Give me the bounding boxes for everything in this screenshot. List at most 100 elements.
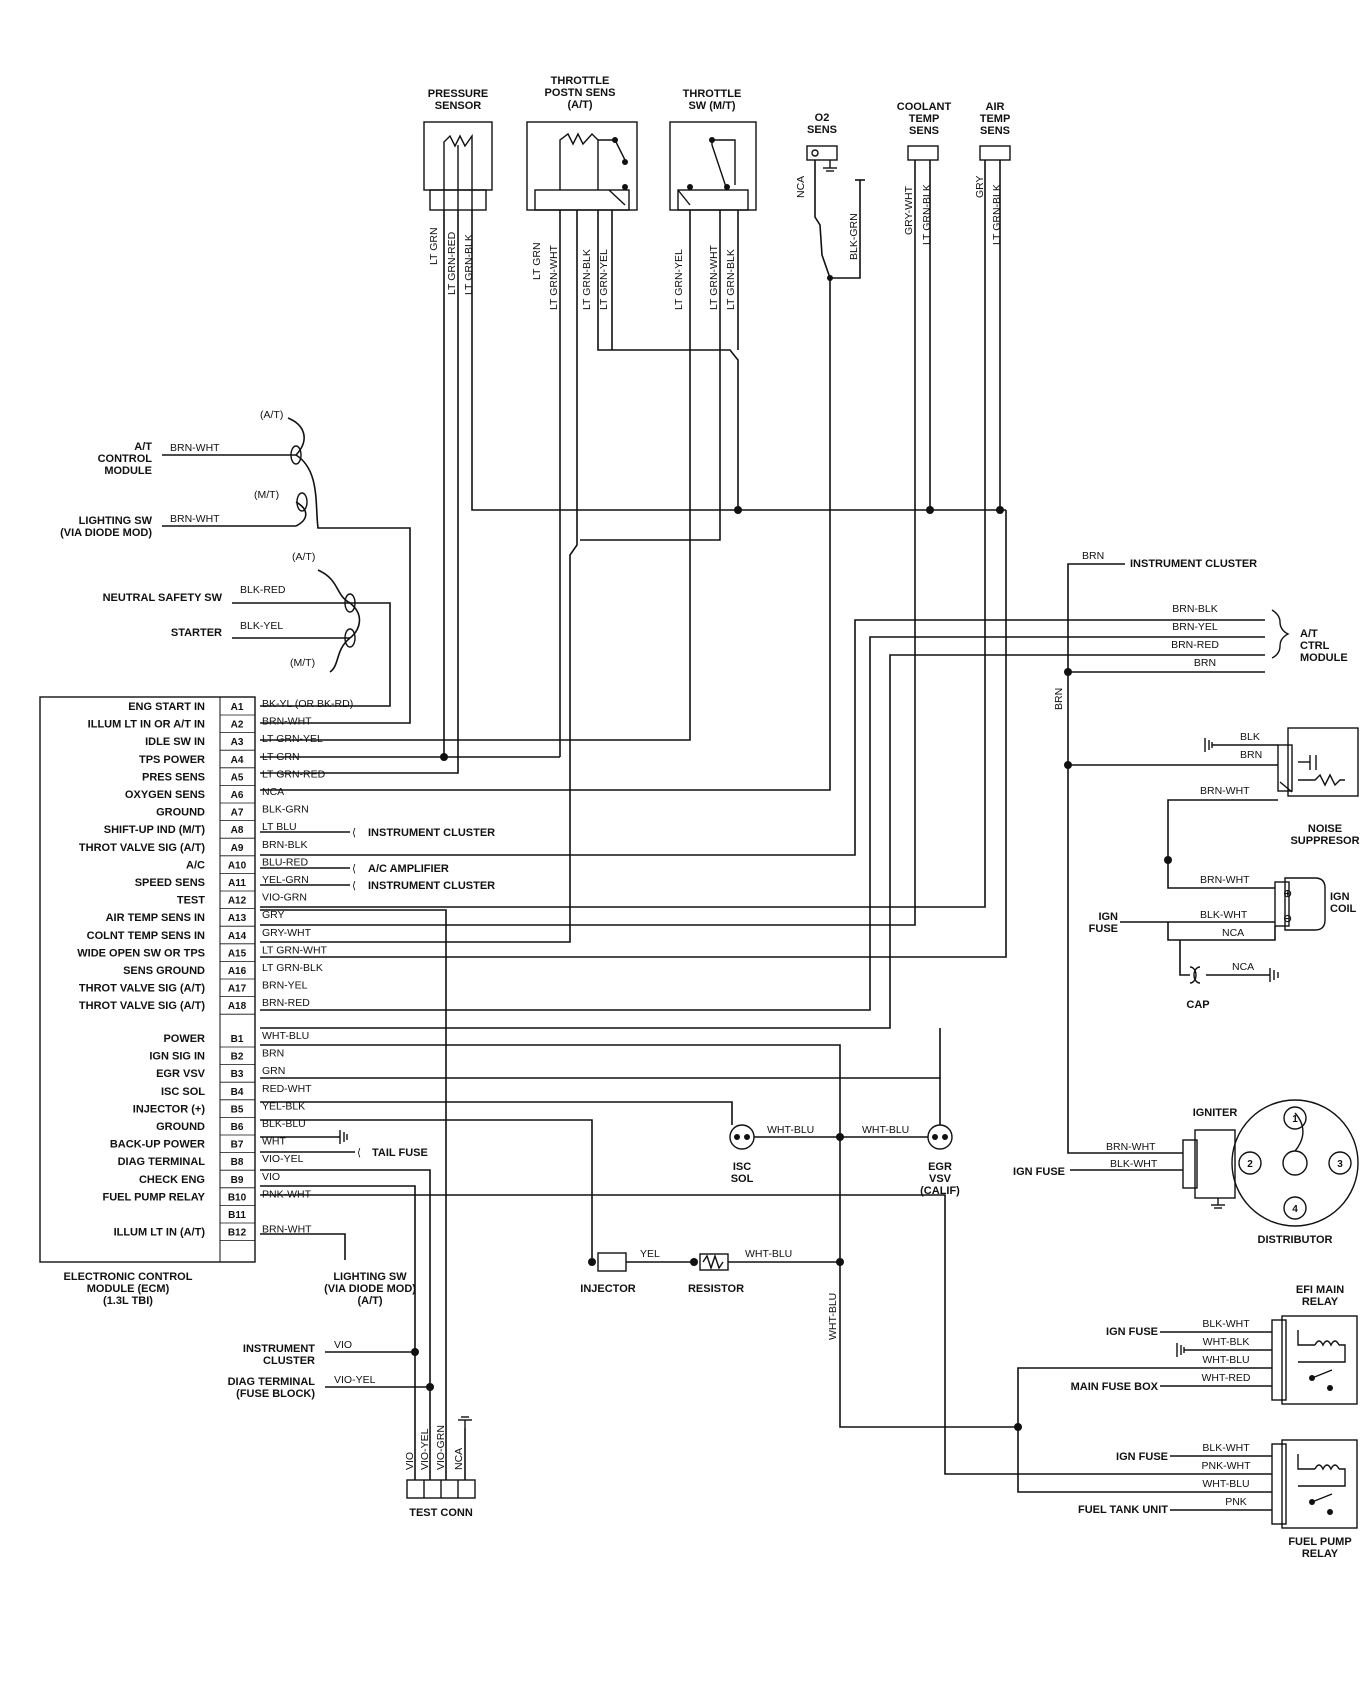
wire-fp3: WHT-BLU <box>1202 1478 1249 1490</box>
ns-wiring <box>1064 738 1278 860</box>
ign-fuse-efi-label: IGN FUSE <box>1106 1326 1158 1338</box>
ecm-pin-wire: BLK-GRN <box>262 804 309 816</box>
lighting-sw-lower-label: LIGHTING SW(VIA DIODE MOD)(A/T) <box>324 1271 416 1307</box>
coil-neg-terminal: ⊖ <box>1283 913 1292 925</box>
note-mt2: (M/T) <box>290 657 315 669</box>
ecm-pin-wire: LT GRN-YEL <box>262 733 323 745</box>
noise-suppressor <box>1277 727 1359 797</box>
svg-text:⟨: ⟨ <box>352 863 356 875</box>
wire-tp3: LT GRN-BLK <box>581 249 593 310</box>
wire-at2: LT GRN-BLK <box>991 184 1003 245</box>
ign-coil <box>1274 877 1326 931</box>
ecm-pin-number: B8 <box>231 1157 244 1168</box>
neutral-safety-sw-label: NEUTRAL SAFETY SW <box>103 592 223 604</box>
wire-o2b: BLK-GRN <box>848 213 860 260</box>
dist-terminal-2: 2 <box>1247 1159 1253 1170</box>
ecm-pin-function: COLNT TEMP SENS IN <box>87 930 205 942</box>
ecm-side-labels: ⟨ INSTRUMENT CLUSTER ⟨ A/C AMPLIFIER ⟨ I… <box>260 827 495 1159</box>
a10-dest: A/C AMPLIFIER <box>368 863 449 875</box>
ecm-pin-function: ILLUM LT IN (A/T) <box>114 1227 206 1239</box>
o2-sensor <box>806 145 838 172</box>
ecm-pin-number: A2 <box>231 720 244 731</box>
ecm-pin-number: B9 <box>231 1175 244 1186</box>
ecm-pin-number: A11 <box>228 878 246 889</box>
ecm-pin-function: THROT VALVE SIG (A/T) <box>79 983 205 995</box>
test-connector <box>406 1479 476 1499</box>
ecm-pin-number: A9 <box>231 843 244 854</box>
wire-dist-blkwht: BLK-WHT <box>1110 1158 1158 1170</box>
wire-ic-brn: BRN <box>1082 550 1104 562</box>
ecm-pin-number: A12 <box>228 896 247 907</box>
air-temp-sensor <box>979 145 1011 161</box>
wire-r-brn: BRN <box>1194 657 1216 669</box>
ecm-pin-wire: LT GRN-BLK <box>262 962 323 974</box>
injector-label: INJECTOR <box>580 1283 635 1295</box>
ecm-pin-function: SPEED SENS <box>135 877 205 889</box>
ecm-pin-function: ENG START IN <box>128 701 205 713</box>
a8-dest: INSTRUMENT CLUSTER <box>368 827 495 839</box>
ecm-pin-wire: BK-YL (OR BK-RD) <box>262 698 353 710</box>
ecm-pin-function: THROT VALVE SIG (A/T) <box>79 842 205 854</box>
wire-tp4: LT GRN-YEL <box>598 249 610 310</box>
ecm-pin-number: A15 <box>228 948 247 959</box>
wire-diag-vioyel: VIO-YEL <box>334 1374 376 1386</box>
distributor <box>1182 1099 1359 1227</box>
isc-sol <box>729 1124 755 1150</box>
ecm-pin-wire: WHT-BLU <box>262 1030 309 1042</box>
ecm-pin-number: A14 <box>228 931 247 942</box>
wire-fp4: PNK <box>1225 1496 1247 1508</box>
ecm-pin-number: B12 <box>228 1228 247 1239</box>
wire-vert-whtblu: WHT-BLU <box>827 1293 839 1340</box>
ecm-pin-function: BACK-UP POWER <box>110 1139 205 1151</box>
wire-r-brnblk: BRN-BLK <box>1172 603 1218 615</box>
wire-stt: BLK-YEL <box>240 620 283 632</box>
wire-r-brnyel: BRN-YEL <box>1172 621 1218 633</box>
test-conn-label: TEST CONN <box>409 1507 473 1519</box>
wire-ts2: LT GRN-WHT <box>708 244 720 310</box>
note-at2: (A/T) <box>292 551 315 563</box>
dist-terminal-3: 3 <box>1337 1159 1343 1170</box>
wire-vert-brn: BRN <box>1053 688 1065 710</box>
ecm-pin-wire: BLU-RED <box>262 856 309 868</box>
pressure-sensor <box>423 121 493 211</box>
wire-inj-yel: YEL <box>640 1248 660 1260</box>
distributor-label: DISTRIBUTOR <box>1258 1234 1333 1246</box>
wire-efi4: WHT-RED <box>1202 1372 1251 1384</box>
ecm-pin-wire: RED-WHT <box>262 1083 312 1095</box>
wire-fp2: PNK-WHT <box>1202 1460 1252 1472</box>
wire-res-whtblu: WHT-BLU <box>745 1248 792 1260</box>
ecm-pin-function: ISC SOL <box>161 1086 205 1098</box>
ecm-pin-number: A3 <box>231 737 244 748</box>
wire-o2a: NCA <box>795 176 807 198</box>
ecm-pin-number: B11 <box>228 1210 246 1221</box>
note-at1: (A/T) <box>260 409 283 421</box>
throttle-switch <box>669 121 757 211</box>
ecm-pin-function: CHECK ENG <box>139 1174 205 1186</box>
ecm-b-wiring <box>260 909 472 1480</box>
ecm-pin-wire: GRY-WHT <box>262 927 312 939</box>
wire-egr-whtblu: WHT-BLU <box>862 1124 909 1136</box>
ecm-pin-wire: GRN <box>262 1065 285 1077</box>
dist-terminal-1: 1 <box>1292 1114 1298 1125</box>
wire-tc4: NCA <box>453 1448 465 1470</box>
ecm-pin-wire: LT GRN-WHT <box>262 944 328 956</box>
note-mt1: (M/T) <box>254 489 279 501</box>
wire-ns-blk: BLK <box>1240 731 1260 743</box>
wire-ns-brnwht: BRN-WHT <box>1200 785 1250 797</box>
cap-label: CAP <box>1186 999 1209 1011</box>
ign-fuse-dist-label: IGN FUSE <box>1013 1166 1065 1178</box>
a11-dest: INSTRUMENT CLUSTER <box>368 880 495 892</box>
wire-ic-vio: VIO <box>334 1339 352 1351</box>
injector <box>588 1252 627 1272</box>
ecm-pin-function: ILLUM LT IN OR A/T IN <box>88 719 205 731</box>
right-wiring-upper <box>260 563 1290 1029</box>
ecm-pin-function: EGR VSV <box>156 1068 206 1080</box>
wire-coil-brnwht: BRN-WHT <box>1200 874 1250 886</box>
